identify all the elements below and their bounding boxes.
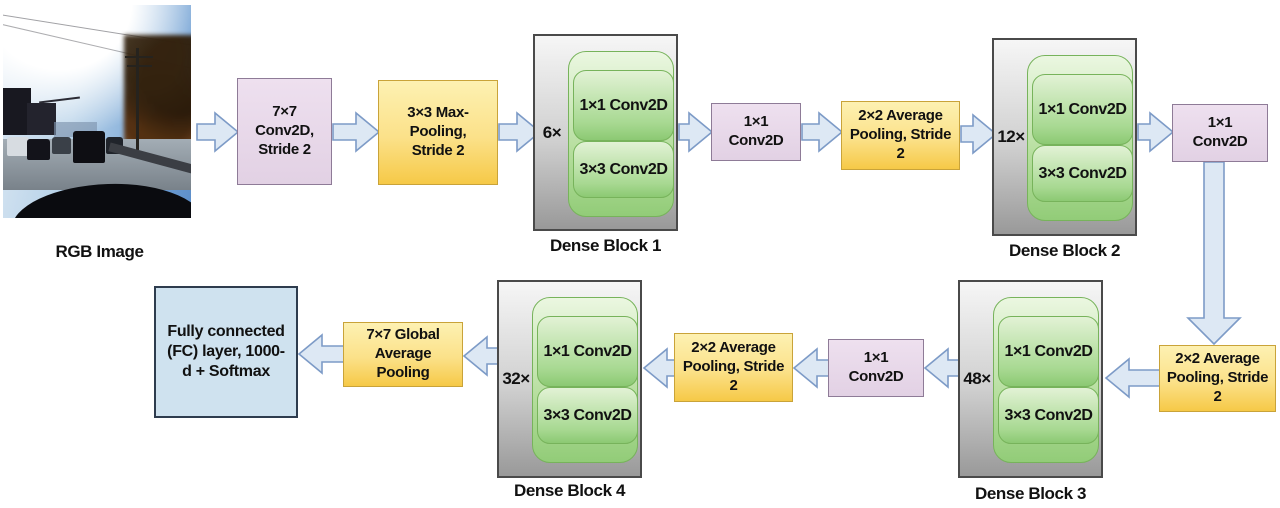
conv1x1-box-1: 1×1 Conv2D — [711, 103, 801, 161]
dense-block-2-caption: Dense Block 2 — [1008, 241, 1121, 260]
arrow-conv7x7-to-maxpool — [332, 111, 381, 153]
dense-block-2-conv3x3: 3×3 Conv2D — [1032, 145, 1133, 202]
fc-softmax-box: Fully connected (FC) layer, 1000-d + Sof… — [154, 286, 298, 418]
photo-car — [51, 137, 71, 155]
photo-car — [27, 139, 50, 161]
arrow-dense1-to-conv1x1 — [678, 111, 714, 153]
dense-block-4-conv3x3: 3×3 Conv2D — [537, 387, 638, 444]
arrow-dense3-to-conv1x1-3 — [923, 347, 960, 389]
photo-car — [72, 130, 105, 163]
dense-block-1: 6× 1×1 Conv2D 3×3 Conv2D — [533, 34, 678, 231]
photo-building — [27, 102, 56, 135]
avgpool-box-2: 2×2 Average Pooling, Stride 2 — [1159, 345, 1276, 412]
dense-block-1-multiplier: 6× — [542, 122, 562, 142]
avgpool-box-3: 2×2 Average Pooling, Stride 2 — [674, 333, 793, 402]
arrow-dense4-to-gap — [462, 335, 499, 377]
photo-street-lamp — [38, 96, 81, 104]
dense-block-2-conv1x1: 1×1 Conv2D — [1032, 74, 1133, 145]
dense-block-1-conv3x3: 3×3 Conv2D — [573, 141, 674, 198]
arrow-dense2-to-conv1x1-2 — [1137, 111, 1175, 153]
arrow-input-to-conv7x7 — [196, 111, 240, 153]
photo-building — [3, 88, 32, 135]
arrow-conv1x1-3-to-avgpool3 — [792, 347, 830, 389]
conv1x1-box-3: 1×1 Conv2D — [828, 339, 924, 397]
maxpool-box: 3×3 Max-Pooling, Stride 2 — [378, 80, 498, 185]
conv7x7-box: 7×7 Conv2D, Stride 2 — [237, 78, 332, 185]
arrow-conv1x1-to-avgpool1 — [801, 111, 844, 153]
global-avgpool-box: 7×7 Global Average Pooling — [343, 322, 463, 387]
photo-car — [6, 137, 30, 157]
dense-block-2: 12× 1×1 Conv2D 3×3 Conv2D — [992, 38, 1137, 236]
arrow-avgpool2-to-dense3 — [1104, 357, 1161, 399]
dense-block-4-caption: Dense Block 4 — [513, 481, 626, 500]
avgpool-box-1: 2×2 Average Pooling, Stride 2 — [841, 101, 960, 170]
rgb-image-caption: RGB Image — [55, 242, 144, 261]
photo-pole-crossarm — [125, 56, 154, 59]
photo-pole-crossarm — [127, 64, 152, 67]
dense-block-2-multiplier: 12× — [997, 127, 1025, 146]
conv1x1-box-2: 1×1 Conv2D — [1172, 104, 1268, 162]
dense-block-3-conv1x1: 1×1 Conv2D — [998, 316, 1099, 387]
dense-block-1-conv1x1: 1×1 Conv2D — [573, 70, 674, 141]
arrow-conv1x1-2-down-to-avgpool2 — [1186, 161, 1242, 346]
dense-block-3-caption: Dense Block 3 — [974, 484, 1087, 503]
photo-utility-pole — [136, 47, 140, 150]
rgb-image-photo — [3, 5, 191, 218]
arrow-gap-to-fc — [297, 333, 345, 375]
dense-block-3-multiplier: 48× — [963, 369, 991, 388]
arrow-avgpool3-to-dense4 — [642, 347, 676, 389]
dense-block-3: 48× 1×1 Conv2D 3×3 Conv2D — [958, 280, 1103, 478]
dense-block-4-multiplier: 32× — [502, 369, 530, 388]
dense-block-4: 32× 1×1 Conv2D 3×3 Conv2D — [497, 280, 642, 478]
dense-block-3-conv3x3: 3×3 Conv2D — [998, 387, 1099, 444]
dense-block-1-caption: Dense Block 1 — [549, 236, 662, 255]
dense-block-4-conv1x1: 1×1 Conv2D — [537, 316, 638, 387]
arrow-avgpool1-to-dense2 — [960, 113, 998, 155]
